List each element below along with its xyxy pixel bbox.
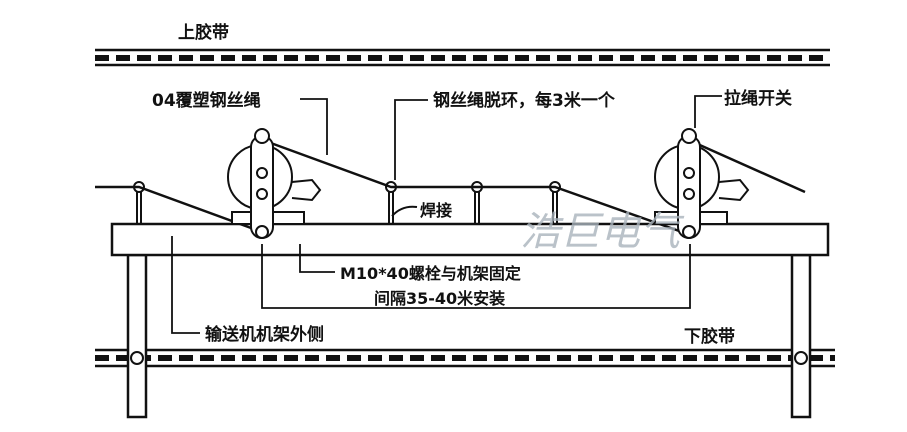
upper-belt <box>95 48 830 67</box>
lower-belt-label: 下胶带 <box>684 326 735 347</box>
pull-switch-right <box>654 128 750 239</box>
lower-belt <box>95 348 835 368</box>
conveyor-frame-beam <box>110 222 830 257</box>
rope-ring-label: 钢丝绳脱环，每3米一个 <box>433 90 616 111</box>
weld-mark <box>391 205 418 217</box>
frame-outer-label: 输送机机架外侧 <box>205 324 324 345</box>
interval-label: 间隔35-40米安装 <box>374 289 505 308</box>
upper-belt-label: 上胶带 <box>178 22 229 43</box>
bolt-label: M10*40螺栓与机架固定 <box>340 264 521 283</box>
weld-label: 焊接 <box>420 201 452 220</box>
pull-switch-label: 拉绳开关 <box>724 88 792 109</box>
rope-posts <box>133 181 561 224</box>
wire-rope <box>95 140 806 234</box>
watermark: 浩巨电气 <box>520 209 685 255</box>
rope-label: 04覆塑钢丝绳 <box>152 90 261 111</box>
leader-lines <box>171 95 722 334</box>
pull-switch-left <box>227 128 322 239</box>
frame-legs <box>126 253 812 419</box>
